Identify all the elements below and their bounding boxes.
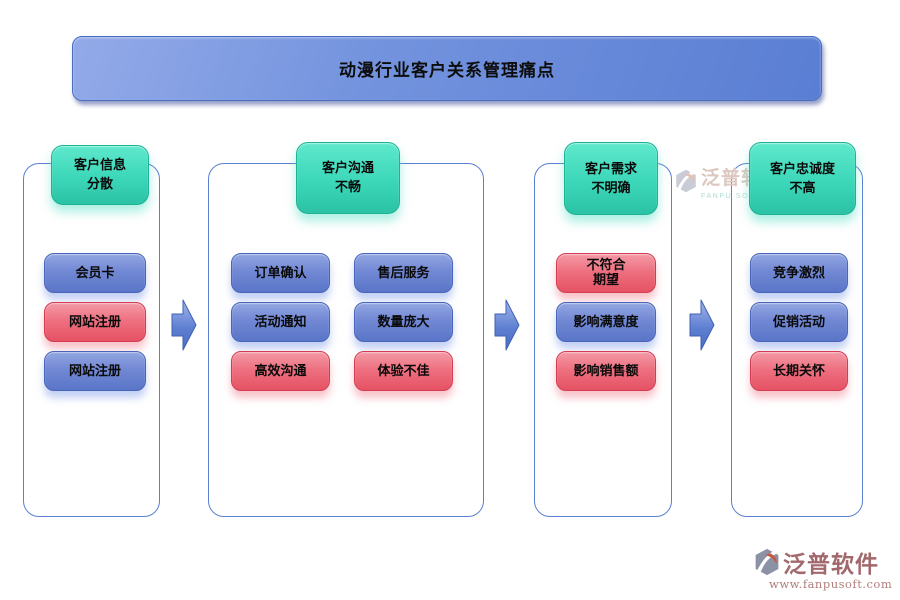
item-button: 长期关怀 xyxy=(750,351,848,391)
item-button: 订单确认 xyxy=(231,253,330,293)
column-header-badge-2: 客户沟通 不畅 xyxy=(296,142,400,214)
fanpu-logo-icon xyxy=(755,548,780,576)
title-banner: 动漫行业客户关系管理痛点 xyxy=(72,36,822,101)
right-arrow-icon xyxy=(171,299,197,351)
right-arrow-icon xyxy=(689,299,715,351)
footer-logo: 泛普软件 www.fanpusoft.com xyxy=(753,545,892,591)
item-button: 促销活动 xyxy=(750,302,848,342)
footer-url-text: www.fanpusoft.com xyxy=(769,577,893,591)
item-button: 不符合 期望 xyxy=(556,253,656,293)
column-header-badge-3: 客户需求 不明确 xyxy=(564,142,658,215)
watermark-subtitle-text: FANPU SOFTWARE xyxy=(701,193,789,200)
item-button: 高效沟通 xyxy=(231,351,330,391)
item-button: 影响销售额 xyxy=(556,351,656,391)
right-arrow-icon xyxy=(494,299,520,351)
item-button: 影响满意度 xyxy=(556,302,656,342)
item-button: 活动通知 xyxy=(231,302,330,342)
item-button: 体验不佳 xyxy=(354,351,453,391)
fanpu-logo-icon xyxy=(676,169,697,193)
item-button: 会员卡 xyxy=(44,253,146,293)
footer-brand-text: 泛普软件 xyxy=(783,551,879,578)
item-button: 网站注册 xyxy=(44,351,146,391)
page-title: 动漫行业客户关系管理痛点 xyxy=(339,61,555,80)
item-button: 售后服务 xyxy=(354,253,453,293)
column-header-badge-1: 客户信息 分散 xyxy=(51,145,149,205)
item-button: 竞争激烈 xyxy=(750,253,848,293)
column-header-badge-4: 客户忠诚度 不高 xyxy=(749,142,856,215)
item-button: 网站注册 xyxy=(44,302,146,342)
item-button: 数量庞大 xyxy=(354,302,453,342)
